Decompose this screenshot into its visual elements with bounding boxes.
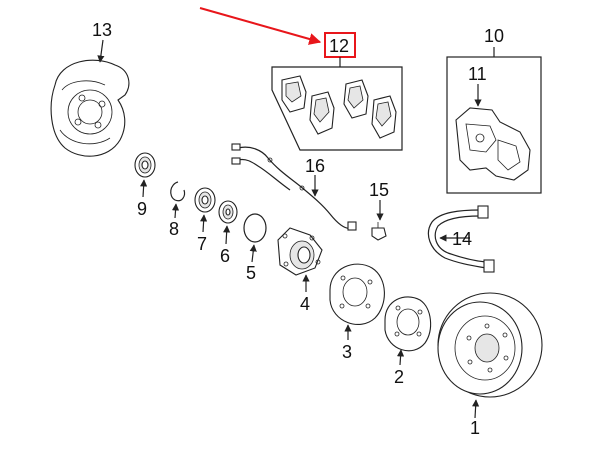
callout-4: 4 (300, 294, 310, 314)
part-13-backing-plate (50, 39, 130, 157)
part-1-rotor (437, 292, 543, 419)
callout-1: 1 (470, 418, 480, 438)
part-10-caliper-assembly (446, 47, 542, 194)
callout-9: 9 (137, 199, 147, 219)
part-6-bearing (218, 200, 238, 245)
callout-10: 10 (484, 26, 504, 46)
part-2-cover-plate (384, 296, 432, 366)
callout-11: 11 (468, 64, 487, 84)
part-8-snap-ring (170, 181, 186, 219)
callout-3: 3 (342, 342, 352, 362)
callout-8: 8 (169, 219, 179, 239)
callout-7: 7 (197, 234, 207, 254)
callout-6: 6 (220, 246, 230, 266)
callout-12: 12 (329, 36, 349, 56)
part-12-brake-pads (271, 57, 403, 151)
highlight-arrow (199, 7, 322, 45)
part-7-bearing (194, 187, 216, 233)
part-5-o-ring (243, 213, 267, 263)
callout-15: 15 (369, 180, 389, 200)
callout-16: 16 (305, 156, 325, 176)
part-14-brake-hose (427, 205, 495, 273)
part-3-dust-cover (329, 263, 385, 340)
callout-5: 5 (246, 263, 256, 283)
callout-2: 2 (394, 367, 404, 387)
callout-14: 14 (452, 229, 472, 249)
part-4-hub (277, 227, 323, 292)
part-9-seal (134, 152, 156, 198)
callout-13: 13 (92, 20, 112, 40)
part-16-sensor-wire (231, 143, 357, 231)
part-11-caliper (455, 84, 531, 181)
part-15-sensor (371, 200, 387, 241)
